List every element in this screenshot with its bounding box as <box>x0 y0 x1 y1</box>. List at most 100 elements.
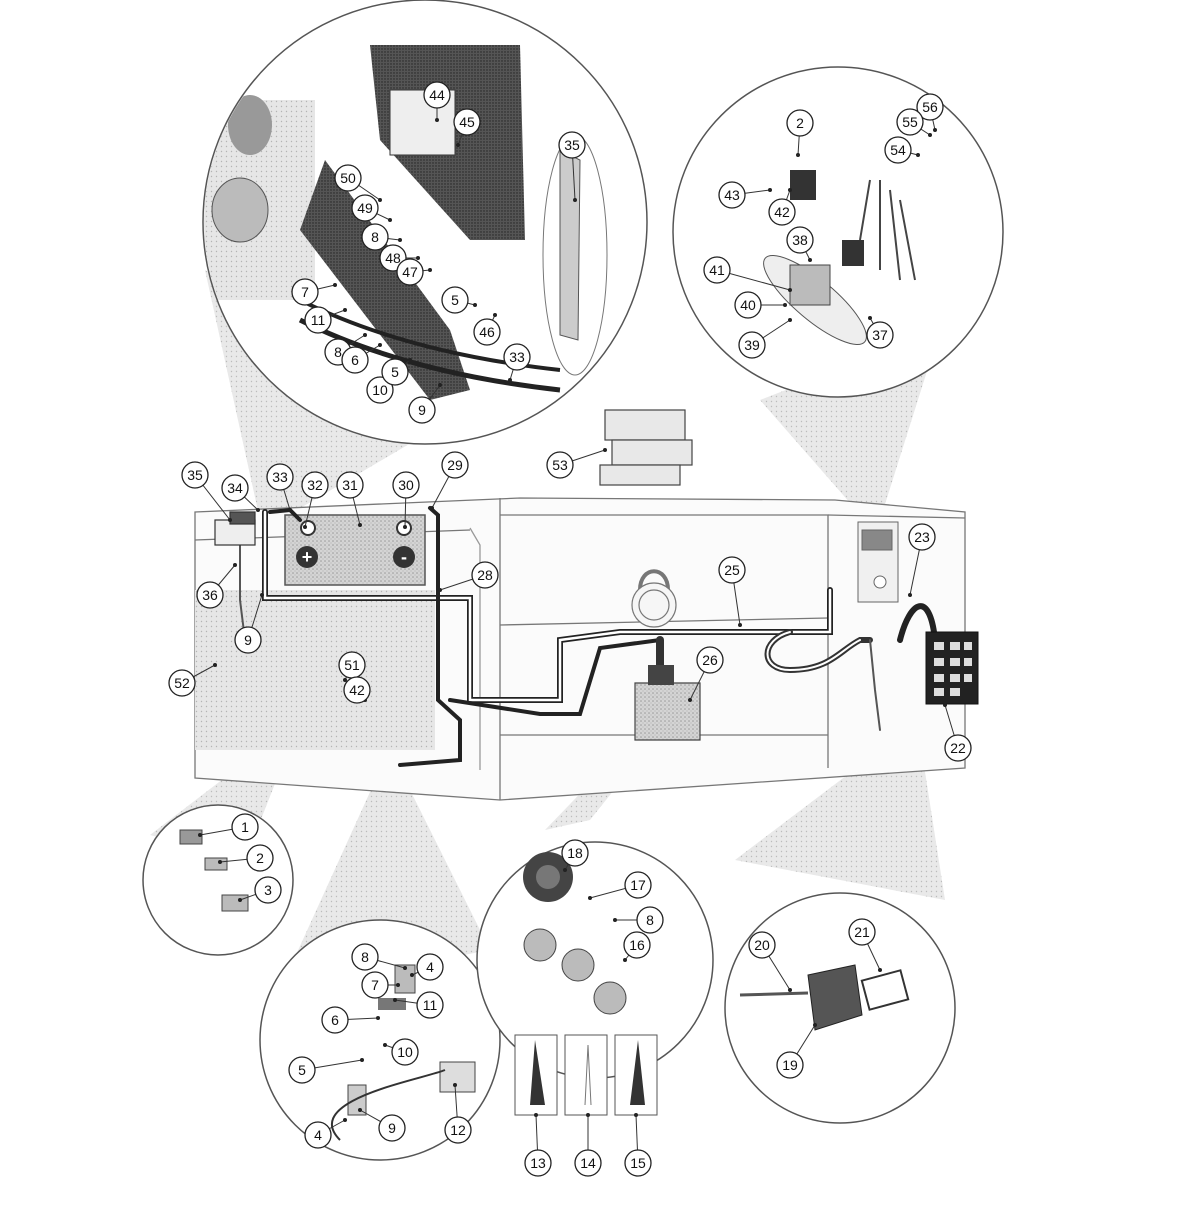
callout-label: 9 <box>244 632 252 648</box>
callout-2: 2 <box>786 109 814 157</box>
callout-35: 35 <box>181 461 232 522</box>
callout-label: 38 <box>792 232 808 248</box>
callout-label: 35 <box>187 467 203 483</box>
callout-label: 5 <box>451 292 459 308</box>
callout-dot <box>878 968 882 972</box>
callout-5: 5 <box>288 1056 364 1084</box>
callout-1: 1 <box>198 813 259 841</box>
callout-label: 23 <box>914 529 930 545</box>
callout-10: 10 <box>383 1038 419 1066</box>
callout-43: 43 <box>718 181 772 209</box>
callout-dot <box>358 523 362 527</box>
callout-5: 5 <box>381 358 412 386</box>
callout-38: 38 <box>786 226 814 262</box>
callout-circle <box>623 931 651 959</box>
callout-label: 51 <box>344 657 360 673</box>
callout-circle <box>574 1149 602 1177</box>
callout-dot <box>916 153 920 157</box>
callout-label: 25 <box>724 562 740 578</box>
callout-7: 7 <box>361 971 400 999</box>
callout-label: 2 <box>796 115 804 131</box>
callout-circle <box>181 461 209 489</box>
callout-dot <box>256 508 260 512</box>
callout-40: 40 <box>734 291 787 319</box>
callout-circle <box>471 561 499 589</box>
callout-dot <box>933 128 937 132</box>
callout-label: 31 <box>342 477 358 493</box>
callout-35: 35 <box>558 131 586 202</box>
callout-9: 9 <box>408 383 442 424</box>
callout-label: 40 <box>740 297 756 313</box>
callout-8: 8 <box>613 906 664 934</box>
callout-dot <box>738 623 742 627</box>
callout-circle <box>254 876 282 904</box>
callout-47: 47 <box>396 258 432 286</box>
callout-label: 10 <box>397 1044 413 1060</box>
callout-dot <box>768 188 772 192</box>
callout-label: 53 <box>552 457 568 473</box>
callout-label: 4 <box>314 1127 322 1143</box>
callout-dot <box>213 663 217 667</box>
callout-dot <box>688 698 692 702</box>
callout-26: 26 <box>688 646 724 702</box>
callout-circle <box>168 669 196 697</box>
callout-label: 33 <box>272 469 288 485</box>
callout-dot <box>813 1023 817 1027</box>
callout-label: 8 <box>334 344 342 360</box>
callout-circle <box>266 463 294 491</box>
callout-28: 28 <box>438 561 499 592</box>
callout-41: 41 <box>703 256 792 292</box>
callout-circle <box>304 306 332 334</box>
callout-circle <box>378 1114 406 1142</box>
callout-45: 45 <box>453 108 481 147</box>
callout-dot <box>868 316 872 320</box>
callout-20: 20 <box>748 931 792 992</box>
callout-circle <box>288 1056 316 1084</box>
callout-5: 5 <box>441 286 477 314</box>
callout-circle <box>221 474 249 502</box>
callout-circle <box>768 198 796 226</box>
callout-circle <box>361 971 389 999</box>
callout-circle <box>351 943 379 971</box>
callout-17: 17 <box>588 871 652 900</box>
callout-dot <box>623 958 627 962</box>
control-box <box>634 665 701 741</box>
callout-4: 4 <box>304 1118 347 1149</box>
callout-8: 8 <box>361 223 402 251</box>
callout-label: 30 <box>398 477 414 493</box>
callout-label: 34 <box>227 480 243 496</box>
callout-34: 34 <box>221 474 260 512</box>
callout-label: 3 <box>264 882 272 898</box>
callout-circle <box>524 1149 552 1177</box>
callout-dot <box>788 988 792 992</box>
callout-circle <box>392 471 420 499</box>
callout-dot <box>453 1083 457 1087</box>
callout-8: 8 <box>351 943 407 971</box>
callout-circle <box>896 108 924 136</box>
callout-42: 42 <box>343 676 371 704</box>
callout-circle <box>624 871 652 899</box>
callout-22: 22 <box>943 703 972 762</box>
callout-circle <box>441 451 469 479</box>
callout-31: 31 <box>336 471 364 527</box>
callout-3: 3 <box>238 876 282 904</box>
callout-14: 14 <box>574 1113 602 1177</box>
callout-label: 7 <box>301 284 309 300</box>
callout-dot <box>788 188 792 192</box>
callout-label: 32 <box>307 477 323 493</box>
callout-circle <box>624 1149 652 1177</box>
callout-label: 54 <box>890 142 906 158</box>
callout-33: 33 <box>266 463 294 512</box>
callout-dot <box>563 868 567 872</box>
callout-dot <box>430 506 434 510</box>
callout-dot <box>363 333 367 337</box>
callout-label: 28 <box>477 567 493 583</box>
callout-dot <box>408 358 412 362</box>
callout-circle <box>361 223 389 251</box>
detail-plug <box>476 841 714 1116</box>
callout-circle <box>423 81 451 109</box>
callout-label: 9 <box>388 1120 396 1136</box>
callout-dot <box>586 1113 590 1117</box>
callout-dot <box>343 678 347 682</box>
callout-dot <box>473 303 477 307</box>
